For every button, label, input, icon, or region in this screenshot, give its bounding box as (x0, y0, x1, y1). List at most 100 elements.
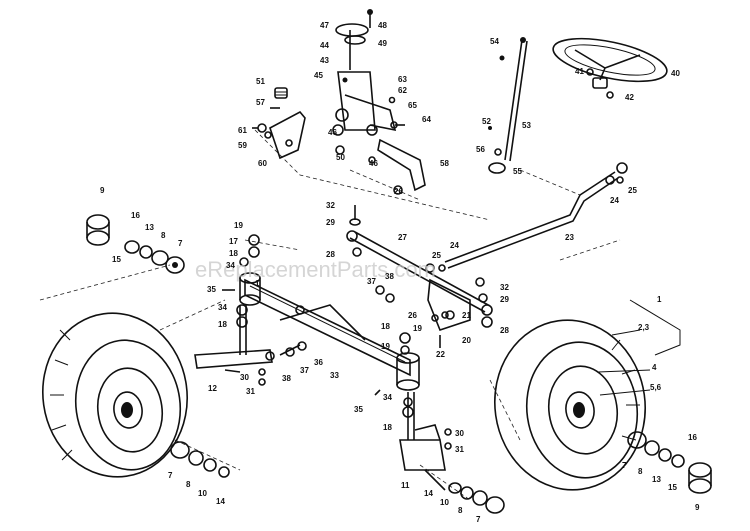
label-8-lower-left: 8 (186, 480, 191, 489)
label-7-lower-right: 7 (622, 461, 627, 470)
label-7-left: 7 (178, 239, 183, 248)
label-18-right: 18 (381, 322, 390, 331)
callout-bracket (597, 299, 681, 396)
watermark-text: eReplacementParts.com (195, 257, 436, 282)
label-53: 53 (522, 121, 531, 130)
label-34-upper: 34 (226, 261, 235, 270)
label-44: 44 (320, 41, 329, 50)
label-25-mid: 25 (432, 251, 441, 260)
label-34-lower: 34 (383, 393, 392, 402)
label-61: 61 (238, 126, 247, 135)
fasteners (222, 68, 624, 450)
label-31-right: 31 (455, 445, 464, 454)
label-16-left: 16 (131, 211, 140, 220)
label-55: 55 (513, 167, 522, 176)
label-5-6: 5,6 (650, 383, 662, 392)
label-42: 42 (625, 93, 634, 102)
label-63: 63 (398, 75, 407, 84)
label-2-3: 2,3 (638, 323, 650, 332)
label-8-lower-right: 8 (638, 467, 643, 476)
left-wheel-tire (41, 312, 189, 478)
pitman-arm (377, 138, 426, 195)
label-4: 4 (652, 363, 657, 372)
label-52: 52 (482, 117, 491, 126)
label-36: 36 (314, 358, 323, 367)
label-13-left: 13 (145, 223, 154, 232)
label-35-lower: 35 (354, 405, 363, 414)
label-1-frame: 1 (255, 279, 260, 288)
label-38-upper: 38 (385, 272, 394, 281)
label-51: 51 (256, 77, 265, 86)
label-20: 20 (462, 336, 471, 345)
label-9-left: 9 (100, 186, 105, 195)
label-31-left: 31 (246, 387, 255, 396)
label-49: 49 (378, 39, 387, 48)
steering-shaft (488, 37, 528, 174)
label-22: 22 (436, 350, 445, 359)
front-axle (239, 272, 420, 391)
label-56: 56 (476, 145, 485, 154)
label-35-upper: 35 (207, 285, 216, 294)
label-1: 1 (657, 295, 662, 304)
label-24-right: 24 (610, 196, 619, 205)
label-47: 47 (320, 21, 329, 30)
label-13-lower-right: 13 (652, 475, 661, 484)
label-21: 21 (462, 311, 471, 320)
right-wheel-tire (493, 319, 647, 491)
label-65: 65 (408, 101, 417, 110)
left-hub-parts (86, 214, 185, 274)
label-25-right: 25 (628, 186, 637, 195)
label-30-left: 30 (240, 373, 249, 382)
label-27: 27 (398, 233, 407, 242)
gear-shield (252, 87, 306, 160)
tie-rod (346, 230, 493, 316)
lower-left-hub-parts (170, 441, 230, 478)
label-38-lower: 38 (282, 374, 291, 383)
label-32-upper: 32 (326, 201, 335, 210)
label-19-right: 19 (381, 342, 390, 351)
label-19-arm: 19 (413, 324, 422, 333)
label-30-right: 30 (455, 429, 464, 438)
label-33: 33 (330, 371, 339, 380)
label-46-lower: 46 (369, 159, 378, 168)
label-28-right: 28 (500, 326, 509, 335)
label-14-lower-left: 14 (216, 497, 225, 506)
label-60: 60 (258, 159, 267, 168)
label-37-lower: 37 (300, 366, 309, 375)
label-24-mid: 24 (450, 241, 459, 250)
label-15-lower-right: 15 (668, 483, 677, 492)
label-7-lower-left: 7 (168, 471, 173, 480)
label-37-upper: 37 (367, 277, 376, 286)
label-29-right: 29 (500, 295, 509, 304)
label-26-lower: 26 (408, 311, 417, 320)
label-10-right: 10 (440, 498, 449, 507)
label-14-right: 14 (424, 489, 433, 498)
label-8-right: 8 (458, 506, 463, 515)
right-spindle (399, 392, 446, 491)
label-32-right: 32 (500, 283, 509, 292)
label-29-upper: 29 (326, 218, 335, 227)
label-8-left: 8 (161, 231, 166, 240)
right-spindle-hub-parts (448, 482, 505, 514)
steering-arm (427, 278, 471, 348)
label-19: 19 (234, 221, 243, 230)
label-43: 43 (320, 56, 329, 65)
label-34-mid: 34 (218, 303, 227, 312)
label-46-upper: 46 (328, 128, 337, 137)
label-45: 45 (314, 71, 323, 80)
right-hub-parts (627, 431, 712, 494)
label-64: 64 (422, 115, 431, 124)
label-18-lower: 18 (383, 423, 392, 432)
label-15-left: 15 (112, 255, 121, 264)
label-40: 40 (671, 69, 680, 78)
label-57: 57 (256, 98, 265, 107)
label-18-upper: 18 (229, 249, 238, 258)
label-18-mid: 18 (218, 320, 227, 329)
drag-link (444, 162, 628, 269)
label-11: 11 (401, 481, 410, 490)
label-28-upper: 28 (326, 250, 335, 259)
label-12: 12 (208, 384, 217, 393)
part-labels: 1 2,3 4 5,6 9 16 13 8 7 15 19 1 7 18 34 3… (100, 21, 700, 524)
label-62: 62 (398, 86, 407, 95)
